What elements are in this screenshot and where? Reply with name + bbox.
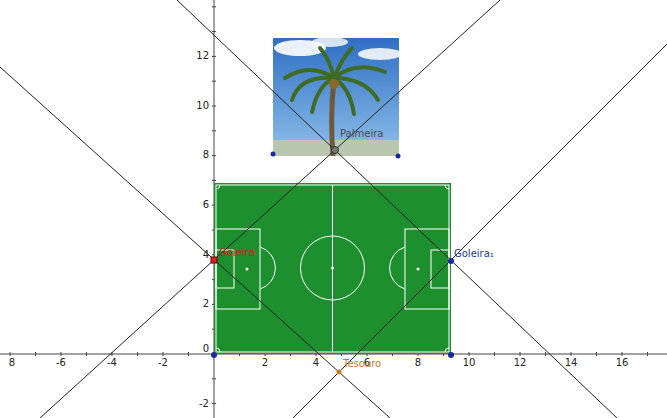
point-label: Palmeira xyxy=(340,128,383,140)
axis-number: 4 xyxy=(203,249,209,261)
axis-tick xyxy=(212,180,216,181)
axis-tick xyxy=(596,352,597,356)
axis-tick xyxy=(545,352,546,356)
axis-number: 0 xyxy=(203,343,209,355)
axis-number: -6 xyxy=(56,357,66,369)
axis-number: 8 xyxy=(203,149,209,161)
axis-number: 4 xyxy=(313,357,319,369)
axis-tick xyxy=(86,352,87,356)
axis-tick xyxy=(212,155,216,156)
axis-tick xyxy=(212,106,216,107)
point-label: Goleira xyxy=(219,247,255,259)
axis-number: 2 xyxy=(262,357,268,369)
axis-number: 6 xyxy=(203,199,209,211)
axis-number: -4 xyxy=(107,357,117,369)
axis-number: 2 xyxy=(203,298,209,310)
axis-number: -2 xyxy=(199,398,209,410)
axis-number: 12 xyxy=(196,50,209,62)
axis-tick xyxy=(212,403,216,404)
axis-tick xyxy=(212,81,216,82)
axis-tick xyxy=(494,352,495,356)
point-label: Goleira₁ xyxy=(454,248,494,260)
axis-number: 8 xyxy=(415,357,421,369)
axis-tick xyxy=(520,352,521,356)
axis-tick xyxy=(212,378,216,379)
point-label: Tesouro xyxy=(343,358,381,370)
axis-number: 16 xyxy=(616,357,629,369)
axis-tick xyxy=(571,352,572,356)
axis-tick xyxy=(212,31,216,32)
axis-tick xyxy=(163,352,164,356)
axis-tick xyxy=(622,352,623,356)
axis-tick xyxy=(212,56,216,57)
axis-number: 12 xyxy=(514,357,527,369)
axis-number: 8 xyxy=(9,357,15,369)
axis-tick xyxy=(10,352,11,356)
axis-tick xyxy=(35,352,36,356)
axis-number: -2 xyxy=(158,357,168,369)
axis-tick xyxy=(137,352,138,356)
axis-tick xyxy=(469,352,470,356)
axis-tick xyxy=(188,352,189,356)
axis-tick xyxy=(212,6,216,7)
axis-number: 14 xyxy=(565,357,578,369)
axis-number: 10 xyxy=(463,357,476,369)
axis-number: 10 xyxy=(196,100,209,112)
axis-tick xyxy=(647,352,648,356)
axis-tick xyxy=(212,130,216,131)
axis-tick xyxy=(61,352,62,356)
